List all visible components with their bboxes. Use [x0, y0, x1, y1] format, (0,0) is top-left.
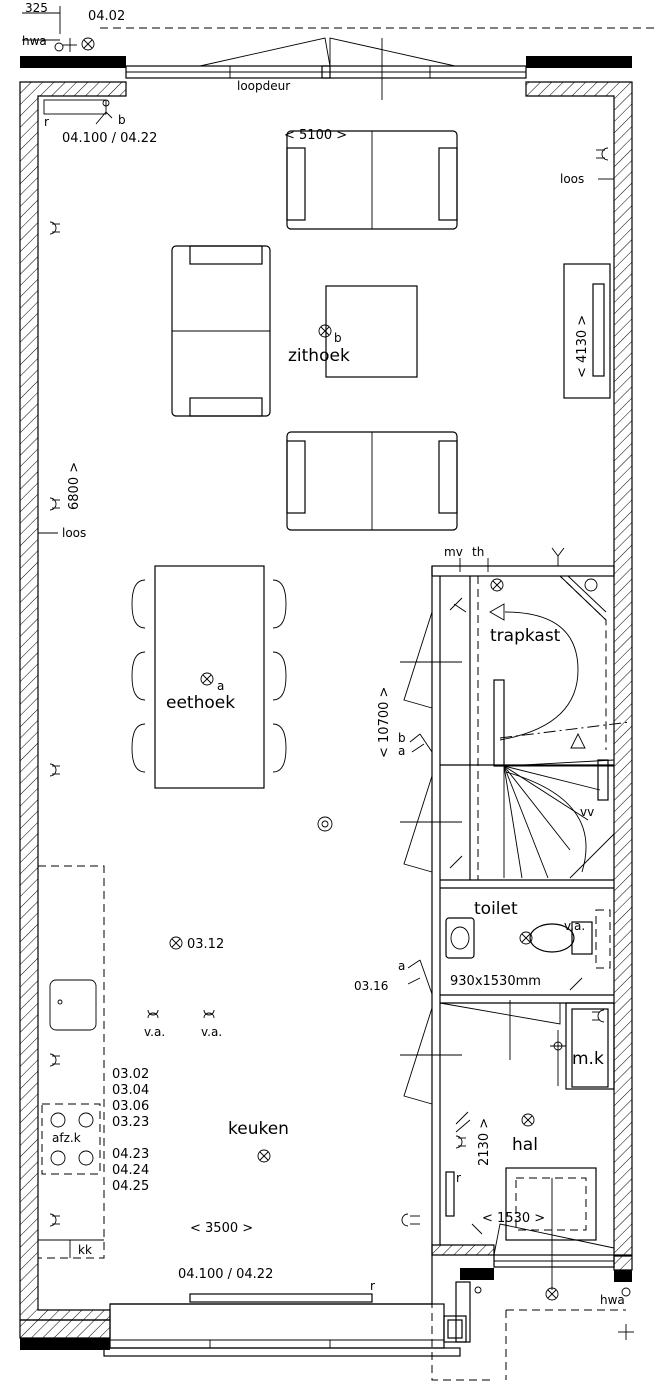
dim-hall-length: < 10700 > — [377, 687, 392, 758]
dim-tv-width: < 4130 > — [575, 315, 590, 378]
dim-top-offset: 325 — [25, 1, 48, 15]
label-lamp-kitchen: 03.12 — [187, 937, 224, 952]
label-loos-left: loos — [62, 526, 86, 540]
label-r3: r — [456, 1171, 461, 1185]
kitchen-list-1: 03.04 — [112, 1083, 149, 1098]
label-va1: v.a. — [144, 1025, 165, 1039]
label-toilet-ref: 03.16 — [354, 979, 388, 993]
label-sw-a: a — [398, 744, 405, 758]
room-trapkast: trapkast — [490, 626, 561, 646]
label-hwa-right: hwa — [600, 1293, 625, 1307]
kitchen-list2-0: 04.23 — [112, 1147, 149, 1162]
dim-hal-width: 2130 > — [477, 1118, 492, 1166]
dim-toilet-size: 930x1530mm — [450, 974, 541, 989]
label-mv: mv — [444, 545, 463, 559]
label-sw-a2: a — [398, 959, 405, 973]
label-hwa-left: hwa — [22, 34, 47, 48]
light-outlet-icon — [81, 37, 95, 51]
label-vv: vv — [580, 805, 594, 819]
socket-icon — [601, 147, 609, 161]
dim-mat-width: < 1530 > — [482, 1211, 545, 1226]
label-sw-b: b — [398, 731, 406, 745]
label-r1: r — [44, 115, 49, 129]
label-b2: b — [334, 331, 342, 345]
antenna-icon — [551, 547, 565, 566]
ref-top: 04.100 / 04.22 — [62, 131, 157, 146]
dim-room-depth: 6800 > — [67, 462, 82, 510]
room-hal: hal — [512, 1135, 538, 1155]
front-facade-top: loopdeur r b 04.100 / 04.22 — [43, 37, 527, 146]
trapkast-light-icon — [490, 578, 504, 592]
eethoek-furniture: a eethoek — [131, 565, 333, 832]
label-kk: kk — [78, 1243, 92, 1257]
kitchen-list-0: 03.02 — [112, 1067, 149, 1082]
outer-walls — [19, 56, 633, 1350]
label-va2: v.a. — [201, 1025, 222, 1039]
downpipe-left-icon — [54, 42, 64, 52]
kitchen-list2-1: 04.24 — [112, 1163, 149, 1178]
label-th: th — [472, 545, 484, 559]
top-boundary: 325 hwa 04.02 — [22, 1, 658, 52]
dim-sofa-width: < 5100 > — [284, 128, 347, 143]
label-va-toilet: v.a. — [564, 919, 585, 933]
left-wall-items: 6800 > loos — [38, 221, 86, 777]
label-wall-top: 04.02 — [88, 9, 125, 24]
kitchen-list-2: 03.06 — [112, 1099, 149, 1114]
label-mk: m.k — [572, 1049, 604, 1069]
room-keuken: keuken — [228, 1119, 289, 1139]
dim-kitchen-width: < 3500 > — [190, 1221, 253, 1236]
label-afzk: afz.k — [52, 1131, 81, 1145]
room-zithoek: zithoek — [288, 346, 350, 366]
label-loos-right: loos — [560, 172, 584, 186]
ref-bottom: 04.100 / 04.22 — [178, 1267, 273, 1282]
label-a1: a — [217, 679, 224, 693]
label-r2: r — [370, 1279, 375, 1293]
kitchen-list2-2: 04.25 — [112, 1179, 149, 1194]
room-eethoek: eethoek — [166, 693, 235, 713]
room-toilet: toilet — [474, 899, 518, 919]
stair-block: mv th trapkast vv b a < 10 — [354, 545, 634, 1381]
kitchen-list-3: 03.23 — [112, 1115, 149, 1130]
label-b1: b — [118, 113, 126, 127]
label-loopdeur: loopdeur — [237, 79, 290, 93]
smoke-detector-icon — [317, 816, 333, 832]
keuken: v.a. v.a. 03.12 03.02 03.04 03.06 03.23 … — [37, 865, 482, 1357]
radiator-top — [43, 99, 107, 115]
kitchen-light-icon — [169, 936, 183, 950]
dining-light-icon — [200, 672, 214, 686]
ceiling-light-icon — [318, 324, 332, 338]
hal-light-icon — [521, 1113, 535, 1127]
zithoek-furniture: < 5100 > b zithoek < 4130 > loos — [171, 128, 614, 531]
